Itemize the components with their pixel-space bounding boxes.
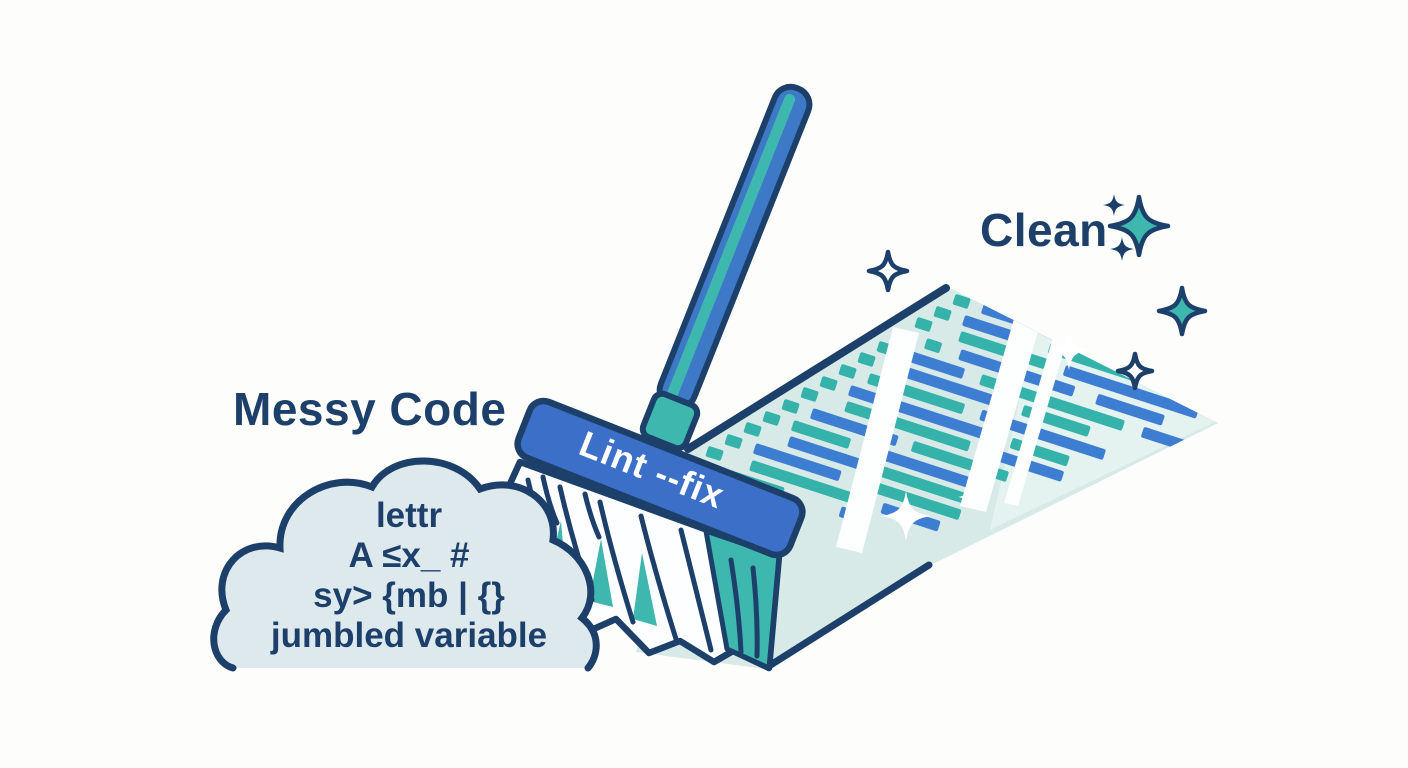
bristle-teal-wedge [633,553,657,626]
messy-code-label: Messy Code [233,383,507,435]
sparkle-icon [1159,288,1205,334]
cloud-text-line: jumbled variable [270,616,548,655]
sparkle-icon [1103,194,1125,216]
sparkle-icon [1110,237,1134,261]
code-bar-blue [753,443,842,481]
code-bar-blue [905,350,965,379]
code-bar-teal [857,352,876,367]
cloud-text-line: lettr [375,496,443,535]
messy-code-cloud [210,457,600,672]
swept-code-sheet [636,284,1218,670]
code-line-row [724,434,962,520]
bristle-line [728,557,744,655]
code-bar-teal [800,387,819,402]
code-bar-teal [914,317,933,332]
code-bar-teal [838,364,857,379]
code-bar-teal [781,399,800,414]
sparkles [869,194,1205,541]
code-line-row [743,422,967,504]
sparkle-icon [869,252,907,290]
handle-stripe [666,94,796,400]
sheet-bottom-edge [765,561,933,670]
broom-head-band [514,397,806,559]
code-bar-blue [867,445,984,492]
code-bar-teal [878,466,967,504]
bristle-line [540,474,560,526]
broom-ferrule [639,390,701,452]
code-bar-teal [952,294,971,309]
sparkle-icon [1118,354,1152,388]
code-bar-blue [787,436,867,471]
sparkle-icon [1110,197,1168,255]
sparkle-icon [958,486,980,508]
code-bar-blue [1063,365,1199,419]
code-bar-teal [762,411,781,426]
bristle-line [678,527,714,653]
code-line-row [762,411,984,492]
bristle-line [750,565,760,659]
code-bar-teal [791,420,851,449]
code-bar-blue [1095,394,1165,426]
code-bar-teal [724,434,743,449]
bristle-teal-wedge [589,539,613,607]
cloud-outline [210,457,600,672]
code-bar-teal [743,422,762,437]
sheet-top-edge [684,284,950,453]
cloud-shape [213,460,597,668]
bristle-line [597,499,636,625]
code-bar-teal [749,460,867,508]
code-bar-blue [901,366,1009,410]
cloud-text-line: A ≤x_ # [348,536,470,575]
clean-label: Clean [980,204,1108,256]
cloud-text-line: sy> {mb | {} [313,576,505,615]
sparkle-icon [881,491,931,541]
code-bar-teal [933,306,952,321]
code-bar-teal [924,338,942,353]
code-bar-teal [705,446,724,461]
code-bar-teal [819,376,838,391]
broom-handle [656,83,813,411]
bristle-line [638,513,679,642]
cloud-jumbled-text: lettr A ≤x_ # sy> {mb | {} jumbled varia… [225,496,593,656]
bristle-line [582,491,602,540]
sparkle-icon [1049,330,1089,370]
code-bar-teal [854,476,962,520]
sheet-gap-stripe [960,291,1048,512]
sheet-gap-stripe [1004,307,1076,506]
sheet-gap-stripe [836,327,919,553]
